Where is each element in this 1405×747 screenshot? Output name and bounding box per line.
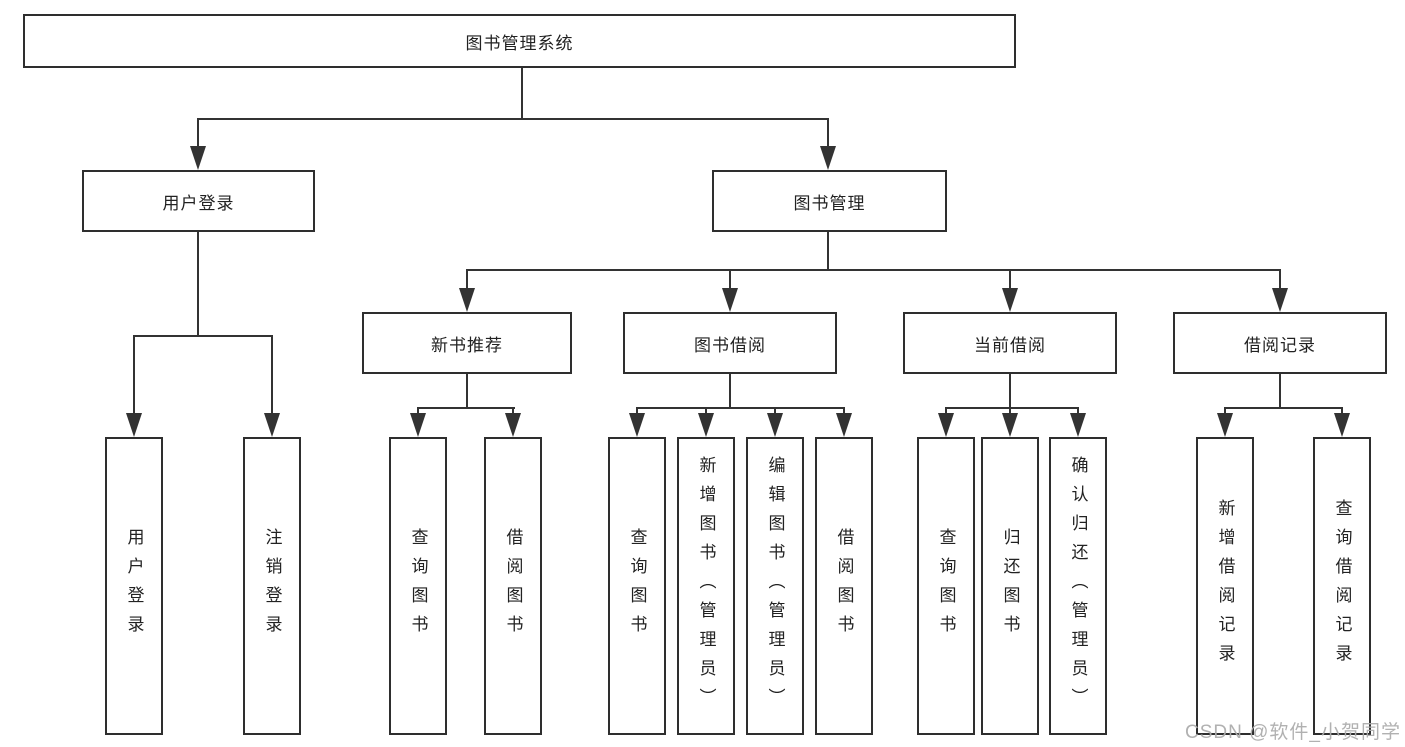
connector-current-borrowing-rail — [945, 407, 1079, 409]
connector-stub — [636, 407, 638, 417]
leaf-query-books-current: 查询图书 — [917, 437, 975, 735]
connector-stub — [1341, 407, 1343, 417]
arrow-down-icon — [698, 413, 714, 437]
connector-to-leaf-logout — [271, 335, 273, 419]
leaf-query-books-borrowing: 查询图书 — [608, 437, 666, 735]
connector-book-borrowing-rail — [636, 407, 845, 409]
connector-book-borrowing-stem — [729, 374, 731, 409]
connector-borrowing-records-stem — [1279, 374, 1281, 409]
connector-borrowing-records-rail — [1224, 407, 1343, 409]
arrow-down-icon — [459, 288, 475, 312]
connector-to-leaf-user-login — [133, 335, 135, 419]
connector-new-recommend-rail — [417, 407, 515, 409]
connector-root-to-book-mgmt — [827, 118, 829, 154]
connector-stub — [417, 407, 419, 417]
connector-stub — [774, 407, 776, 417]
connector-to-borrowing-records — [1279, 269, 1281, 291]
arrow-down-icon — [722, 288, 738, 312]
connector-root-to-user-login — [197, 118, 199, 154]
connector-root-stem — [521, 68, 523, 120]
connector-to-book-borrowing — [729, 269, 731, 291]
connector-current-borrowing-stem — [1009, 374, 1011, 409]
node-new-book-recommend: 新书推荐 — [362, 312, 572, 374]
node-current-borrowing: 当前借阅 — [903, 312, 1117, 374]
leaf-borrow-books-recommend: 借阅图书 — [484, 437, 542, 735]
connector-stub — [945, 407, 947, 417]
leaf-confirm-return-admin: 确认归还（管理员） — [1049, 437, 1107, 735]
arrow-down-icon — [629, 413, 645, 437]
leaf-add-book-admin: 新增图书（管理员） — [677, 437, 735, 735]
arrow-down-icon — [767, 413, 783, 437]
arrow-down-icon — [410, 413, 426, 437]
connector-stub — [843, 407, 845, 417]
connector-new-recommend-stem — [466, 374, 468, 409]
arrow-down-icon — [1002, 288, 1018, 312]
node-library-system: 图书管理系统 — [23, 14, 1016, 68]
leaf-borrow-books-borrowing: 借阅图书 — [815, 437, 873, 735]
leaf-query-books-recommend: 查询图书 — [389, 437, 447, 735]
leaf-logout-login: 注销登录 — [243, 437, 301, 735]
connector-to-new-recommend — [466, 269, 468, 291]
csdn-watermark: CSDN @软件_小贺同学 — [1185, 722, 1401, 743]
node-user-login: 用户登录 — [82, 170, 315, 232]
connector-stub — [705, 407, 707, 417]
arrow-down-icon — [190, 146, 206, 170]
arrow-down-icon — [836, 413, 852, 437]
leaf-add-borrow-record: 新增借阅记录 — [1196, 437, 1254, 735]
connector-stub — [1009, 407, 1011, 417]
connector-root-rail — [197, 118, 829, 120]
connector-stub — [1224, 407, 1226, 417]
connector-stub — [512, 407, 514, 417]
arrow-down-icon — [1002, 413, 1018, 437]
leaf-edit-book-admin: 编辑图书（管理员） — [746, 437, 804, 735]
arrow-down-icon — [820, 146, 836, 170]
connector-book-mgmt-rail — [466, 269, 1281, 271]
connector-stub — [1077, 407, 1079, 417]
arrow-down-icon — [505, 413, 521, 437]
arrow-down-icon — [1334, 413, 1350, 437]
arrow-down-icon — [938, 413, 954, 437]
node-book-management: 图书管理 — [712, 170, 947, 232]
leaf-user-login: 用户登录 — [105, 437, 163, 735]
node-book-borrowing: 图书借阅 — [623, 312, 837, 374]
connector-user-login-stem — [197, 232, 199, 337]
connector-user-login-rail — [133, 335, 273, 337]
arrow-down-icon — [126, 413, 142, 437]
leaf-query-borrow-record: 查询借阅记录 — [1313, 437, 1371, 735]
arrow-down-icon — [1070, 413, 1086, 437]
arrow-down-icon — [264, 413, 280, 437]
connector-book-mgmt-stem — [827, 232, 829, 271]
arrow-down-icon — [1217, 413, 1233, 437]
leaf-return-books: 归还图书 — [981, 437, 1039, 735]
connector-to-current-borrowing — [1009, 269, 1011, 291]
arrow-down-icon — [1272, 288, 1288, 312]
node-borrowing-records: 借阅记录 — [1173, 312, 1387, 374]
